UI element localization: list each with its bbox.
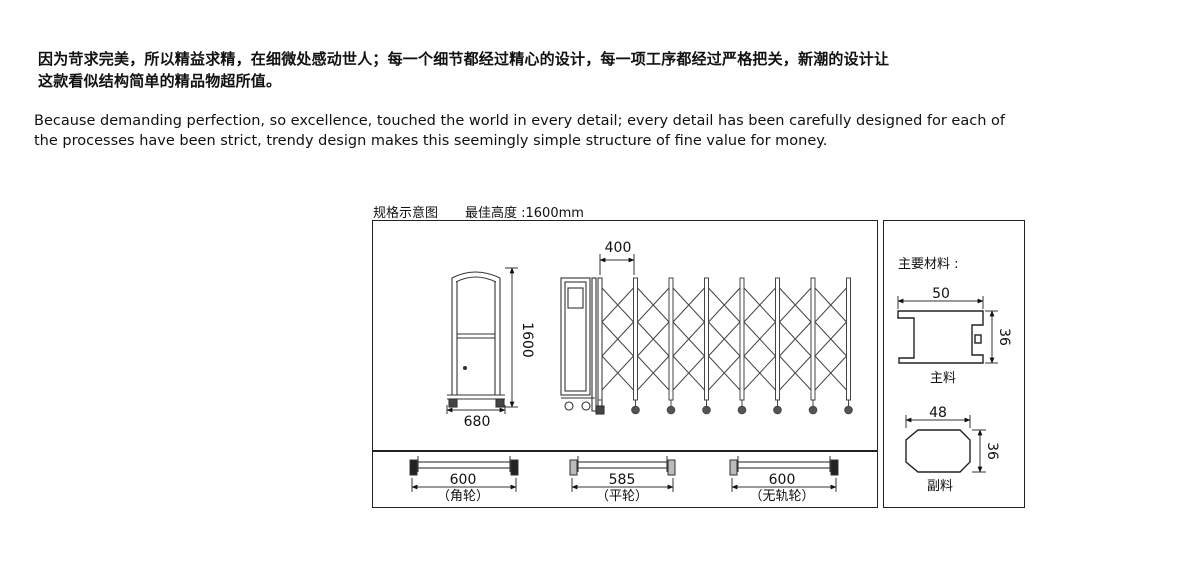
intro-en-line2: the processes have been strict, trendy d… xyxy=(34,133,828,149)
scissor-bar xyxy=(708,355,741,391)
wheel xyxy=(409,459,418,476)
scissor-bar xyxy=(601,287,634,323)
wheel-corner-dim: 600 xyxy=(450,472,477,488)
main-profile-shape xyxy=(897,310,984,364)
post-wheel xyxy=(702,405,711,415)
sub-height-dimension xyxy=(972,429,986,473)
spec-max-height: 最佳高度 :1600mm xyxy=(465,206,584,221)
sub-profile-label: 副料 xyxy=(927,479,953,494)
main-profile-label: 主料 xyxy=(930,371,956,386)
wheel-flat-dim: 585 xyxy=(609,472,636,488)
height-dim-label: 1600 xyxy=(519,322,535,358)
gate-post xyxy=(633,277,638,401)
wheel-axle xyxy=(417,461,511,469)
scissor-bar xyxy=(743,355,776,391)
post-wheel xyxy=(666,405,676,415)
scissor-bar xyxy=(637,287,670,323)
wheel-axle xyxy=(577,461,668,469)
width-dimension xyxy=(446,405,506,414)
scissor-bar xyxy=(601,355,634,391)
gate-post xyxy=(739,277,745,401)
wheel xyxy=(830,459,839,476)
gate-post xyxy=(668,277,674,401)
post-wheel xyxy=(808,405,818,415)
wheel-types-box xyxy=(372,450,878,508)
post-wheel xyxy=(631,405,640,415)
scissor-bar xyxy=(708,321,741,357)
gate-post xyxy=(597,277,603,401)
scissor-bar xyxy=(814,321,847,357)
scissor-bar xyxy=(672,321,705,357)
intro-en-line1: Because demanding perfection, so excelle… xyxy=(34,113,1005,129)
scissor-bar xyxy=(779,287,812,323)
gate-post xyxy=(810,277,816,401)
section-dimension xyxy=(599,254,635,275)
post-wheel xyxy=(844,405,853,415)
gate-post xyxy=(704,277,709,401)
sub-height-label: 36 xyxy=(984,442,1000,460)
scissor-bar xyxy=(814,355,847,391)
intro-zh-line2: 这款看似结构简单的精品物超所值。 xyxy=(38,72,282,90)
gate-side-view xyxy=(447,271,505,408)
wheel-corner-label: （角轮） xyxy=(437,489,489,504)
scissor-bar xyxy=(708,287,741,323)
materials-box xyxy=(883,220,1025,508)
section-dim-label: 400 xyxy=(605,240,632,256)
scissor-bar xyxy=(672,355,705,391)
wheel-types xyxy=(409,456,839,492)
scissor-sections xyxy=(597,277,853,415)
scissor-bar xyxy=(672,287,705,323)
main-width-label: 50 xyxy=(932,286,950,302)
scissor-bar xyxy=(779,321,812,357)
spec-title: 规格示意图 xyxy=(373,206,439,221)
scissor-bar xyxy=(743,321,776,357)
gate-elevation-box xyxy=(372,220,878,452)
post-wheel xyxy=(737,405,747,415)
wheel-flat-label: （平轮） xyxy=(596,489,648,504)
materials-title: 主要材料 : xyxy=(898,257,959,272)
wheel-trackless-label: （无轨轮） xyxy=(749,489,814,504)
scissor-bar xyxy=(779,355,812,391)
main-height-dimension xyxy=(985,310,998,364)
wheel-axle xyxy=(737,461,831,469)
wheel xyxy=(667,459,676,476)
sub-width-dimension xyxy=(905,415,971,428)
gate-post xyxy=(775,277,780,401)
post-wheel xyxy=(773,405,782,415)
intro-zh-line1: 因为苛求完美，所以精益求精，在细微处感动世人；每一个细节都经过精心的设计，每一项… xyxy=(38,50,890,68)
scissor-bar xyxy=(637,321,670,357)
scissor-bar xyxy=(637,355,670,391)
wheel xyxy=(510,459,519,476)
scissor-bar xyxy=(601,321,634,357)
wheel xyxy=(569,459,578,476)
wheel-trackless-dim: 600 xyxy=(769,472,796,488)
wheel xyxy=(729,459,738,476)
gate-post xyxy=(846,277,851,401)
main-width-dimension xyxy=(897,296,984,309)
sub-width-label: 48 xyxy=(929,405,947,421)
height-dimension xyxy=(505,267,518,408)
width-dim-label: 680 xyxy=(464,414,491,430)
scissor-bar xyxy=(814,287,847,323)
main-height-label: 36 xyxy=(996,328,1012,346)
scissor-bar xyxy=(743,287,776,323)
sub-profile-shape xyxy=(905,429,971,473)
